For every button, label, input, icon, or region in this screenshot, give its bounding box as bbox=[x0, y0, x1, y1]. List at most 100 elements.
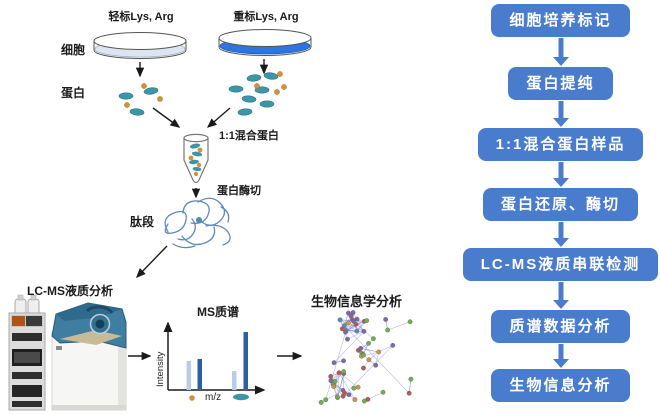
network-node bbox=[390, 342, 396, 348]
network-edge bbox=[378, 345, 393, 353]
arrow-peptides-to-lcms bbox=[136, 245, 168, 279]
network-node bbox=[332, 379, 338, 384]
heavy-label: 重标Lys, Arg bbox=[233, 11, 299, 23]
network-node bbox=[370, 336, 376, 342]
network-node bbox=[331, 360, 337, 366]
network-edge bbox=[387, 321, 411, 331]
flow-arrow-2 bbox=[552, 101, 569, 127]
light-marker-dot bbox=[189, 395, 195, 401]
network-node bbox=[350, 310, 356, 315]
workflow-flowchart: 细胞培养标记蛋白提纯 1:1混合蛋白样品蛋白还原、酶切 LC-MS液质串联检测质谱数… bbox=[461, 0, 660, 414]
network-node bbox=[331, 384, 337, 389]
network-node bbox=[343, 329, 348, 335]
network-node bbox=[364, 318, 370, 324]
network-node bbox=[328, 378, 334, 384]
ms-xaxis-label: m/z bbox=[205, 392, 222, 403]
bioinformatics-network bbox=[318, 310, 414, 405]
network-node bbox=[352, 397, 358, 402]
network-edge bbox=[347, 331, 365, 340]
network-edge bbox=[333, 331, 365, 363]
network-edge bbox=[325, 330, 347, 400]
flow-arrow-5 bbox=[552, 282, 569, 309]
network-node bbox=[334, 394, 340, 400]
ms-yaxis-label: Intensity bbox=[155, 351, 166, 387]
network-node bbox=[355, 384, 361, 390]
network-edge bbox=[360, 348, 379, 353]
flow-step-6: 质谱数据分析 bbox=[491, 310, 630, 343]
network-node bbox=[336, 370, 342, 376]
petri-dish-light bbox=[93, 32, 187, 59]
network-node bbox=[360, 352, 366, 358]
ms-peak-1 bbox=[186, 361, 191, 390]
network-node bbox=[361, 328, 367, 334]
flow-step-3: 1:1混合蛋白样品 bbox=[477, 128, 644, 161]
network-edge bbox=[339, 319, 358, 332]
ms-spectrum-axes bbox=[163, 321, 266, 395]
network-node bbox=[337, 317, 343, 323]
petri-dish-heavy bbox=[218, 29, 312, 56]
network-node bbox=[366, 340, 371, 346]
workflow-diagram-art bbox=[8, 29, 414, 411]
network-node bbox=[339, 326, 345, 332]
network-node bbox=[345, 320, 351, 326]
network-node bbox=[328, 373, 334, 379]
network-node bbox=[380, 389, 386, 395]
protein-label: 蛋白 bbox=[61, 86, 86, 100]
network-node bbox=[358, 345, 364, 351]
network-node bbox=[366, 357, 372, 363]
flow-step-1: 细胞培养标记 bbox=[491, 4, 630, 37]
network-node bbox=[342, 390, 347, 396]
network-node bbox=[341, 358, 346, 364]
arrow-heavy-to-mix bbox=[206, 107, 231, 128]
network-node bbox=[376, 349, 382, 355]
heavy-marker-oval bbox=[233, 393, 249, 401]
digest-label: 蛋白酶切 bbox=[217, 185, 261, 197]
network-edge bbox=[367, 391, 384, 400]
network-node bbox=[341, 369, 347, 374]
network-node bbox=[351, 385, 357, 391]
flow-arrow-3 bbox=[552, 162, 569, 187]
network-node bbox=[408, 376, 414, 382]
network-node bbox=[354, 328, 360, 334]
arrow-light-to-mix bbox=[152, 107, 181, 128]
cells-label: 细胞 bbox=[61, 43, 86, 57]
ms-peak-4 bbox=[243, 332, 248, 390]
flow-step-4: 蛋白还原、酶切 bbox=[482, 188, 638, 221]
network-node bbox=[346, 392, 352, 398]
network-node bbox=[406, 390, 412, 396]
network-edge bbox=[337, 373, 345, 398]
network-node bbox=[323, 397, 329, 403]
network-node bbox=[351, 318, 356, 324]
peptide-label: 肽段 bbox=[130, 215, 155, 229]
flow-arrow-6 bbox=[552, 344, 569, 368]
network-node bbox=[385, 327, 391, 333]
network-edge bbox=[352, 312, 365, 332]
flow-step-2: 蛋白提纯 bbox=[508, 67, 613, 100]
network-edge bbox=[342, 345, 394, 397]
ms-spectrum-title: MS质谱 bbox=[197, 305, 240, 319]
protein-cluster-heavy bbox=[228, 71, 287, 116]
network-node bbox=[361, 365, 366, 371]
ms-peak-3 bbox=[232, 371, 237, 390]
network-node bbox=[318, 399, 324, 405]
network-node bbox=[354, 316, 360, 322]
peptide-squiggles bbox=[164, 197, 231, 249]
lcms-instrument bbox=[8, 294, 127, 411]
ms-peak-2 bbox=[197, 359, 202, 390]
network-node bbox=[407, 319, 413, 325]
lcms-label: LC-MS液质分析 bbox=[27, 284, 113, 298]
light-label: 轻标Lys, Arg bbox=[108, 11, 174, 23]
bioinfo-label: 生物信息学分析 bbox=[311, 294, 403, 309]
flow-step-5: LC-MS液质串联检测 bbox=[462, 248, 659, 281]
network-edge bbox=[348, 322, 365, 332]
flow-step-7: 生物信息分析 bbox=[491, 369, 630, 402]
network-node bbox=[361, 398, 367, 404]
network-node bbox=[353, 321, 359, 327]
network-node bbox=[345, 336, 350, 342]
network-edge bbox=[338, 372, 356, 400]
flow-arrow-4 bbox=[552, 222, 569, 247]
network-node bbox=[383, 317, 389, 322]
mix-tube bbox=[183, 133, 209, 184]
network-node bbox=[373, 362, 379, 368]
